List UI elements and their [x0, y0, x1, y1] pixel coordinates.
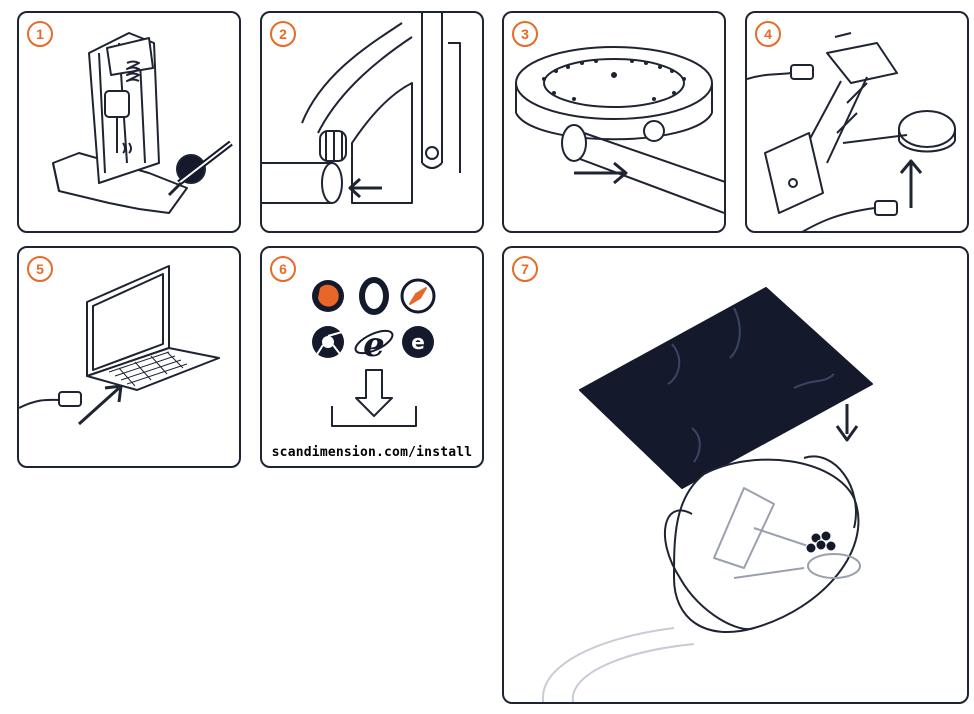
step-number-badge: 5 — [27, 256, 53, 282]
step-4-panel: 4 — [745, 11, 969, 233]
step-6-panel: 6 e e scandimension. — [260, 246, 484, 468]
internet-explorer-icon: e — [354, 325, 394, 365]
step-3-illustration — [515, 46, 724, 214]
install-url-text[interactable]: scandimension.com/install — [271, 445, 473, 460]
step-number-badge: 1 — [27, 21, 53, 47]
step-4-illustration — [747, 32, 956, 231]
edge-icon: e — [402, 326, 434, 358]
step-5-illustration — [19, 265, 220, 426]
step-number-badge: 6 — [270, 256, 296, 282]
step-2-panel: 2 — [260, 11, 484, 233]
step-5-panel: 5 — [17, 246, 241, 468]
safari-icon — [400, 278, 436, 314]
step-2-illustration — [262, 13, 461, 204]
svg-text:e: e — [411, 330, 425, 354]
step-6-illustration: e e — [312, 277, 436, 427]
step-3-panel: 3 — [502, 11, 726, 233]
opera-icon — [359, 277, 389, 315]
firefox-icon — [312, 280, 344, 312]
step-number-badge: 7 — [512, 256, 538, 282]
step-number-badge: 4 — [755, 21, 781, 47]
black-cloth — [579, 287, 873, 489]
step-7-panel: 7 — [502, 246, 969, 704]
step-number-badge: 2 — [270, 21, 296, 47]
step-1-panel: 1 — [17, 11, 241, 233]
chrome-icon — [312, 326, 344, 358]
step-7-illustration — [541, 287, 873, 702]
step-number-badge: 3 — [512, 21, 538, 47]
step-1-illustration — [52, 32, 233, 214]
